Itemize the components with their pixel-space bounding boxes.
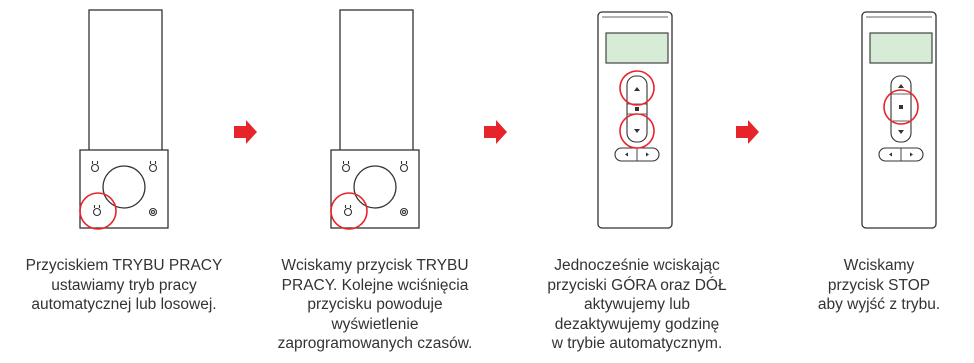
caption-line: PRACY. Kolejne wciśnięcia [281, 276, 469, 294]
caption-step-2: Wciskamy przycisk TRYBU PRACY. Kolejne w… [255, 256, 495, 354]
right-arrow-icon [484, 120, 507, 144]
caption-line: ustawiamy tryb pracy [51, 276, 197, 294]
highlight-circle-stop [883, 89, 919, 125]
mode-button-icon [92, 205, 102, 217]
screw-icon [399, 207, 409, 217]
screw-icon [148, 161, 158, 173]
highlight-circle-down [619, 113, 655, 149]
remote-body [339, 9, 414, 153]
caption-line: Wciskamy przycisk TRYBU [281, 257, 469, 274]
caption-step-4: Wciskamy przycisk STOP aby wyjść z trybu… [786, 256, 972, 315]
stop-square-icon [635, 107, 639, 111]
up-triangle-icon [634, 87, 640, 91]
screw-icon [399, 161, 409, 173]
caption-line: aktywujemy lub [584, 296, 690, 313]
lcd-display [869, 32, 933, 64]
caption-line: aby wyjść z trybu. [817, 296, 941, 313]
highlight-circle-up [619, 70, 655, 106]
caption-line: wyświetlenie [331, 315, 419, 333]
right-triangle-icon [646, 152, 649, 157]
battery-cover [102, 165, 146, 209]
highlight-circle [79, 192, 117, 230]
caption-line: przyciski GÓRA oraz DÓŁ [547, 276, 727, 294]
caption-line: przycisku powoduje [307, 296, 443, 313]
caption-line: zaprogramowanych czasów. [277, 335, 473, 352]
remote-front-4 [861, 11, 937, 229]
stop-square-icon [899, 105, 903, 109]
screw-icon [90, 161, 100, 173]
remote-back-1 [79, 9, 169, 230]
down-triangle-icon [898, 130, 904, 134]
battery-cover [353, 165, 397, 209]
caption-line: w trybie automatycznym. [551, 335, 723, 352]
screw-icon [148, 207, 158, 217]
highlight-circle [330, 192, 368, 230]
caption-line: automatycznej lub losowej. [31, 296, 217, 313]
right-triangle-icon [910, 152, 913, 157]
caption-line: Wciskamy [843, 257, 915, 274]
down-triangle-icon [634, 129, 640, 133]
right-arrow-icon [234, 120, 257, 144]
caption-line: Jednocześnie wciskając [554, 257, 720, 274]
mode-button-icon [343, 205, 353, 217]
caption-step-1: Przyciskiem TRYBU PRACY ustawiamy tryb p… [4, 256, 244, 315]
remote-back-2 [330, 9, 420, 230]
caption-step-3: Jednocześnie wciskając przyciski GÓRA or… [517, 256, 757, 354]
caption-line: dezaktywujemy godzinę [554, 315, 720, 333]
caption-line: Przyciskiem TRYBU PRACY [25, 257, 223, 274]
right-arrow-icon [736, 120, 759, 144]
left-triangle-icon [625, 152, 628, 157]
caption-line: przycisk STOP [827, 276, 931, 294]
lcd-display [605, 32, 669, 64]
remote-body [88, 9, 163, 153]
remote-front-3 [597, 11, 673, 229]
screw-icon [341, 161, 351, 173]
up-triangle-icon [898, 84, 904, 88]
left-triangle-icon [889, 152, 892, 157]
